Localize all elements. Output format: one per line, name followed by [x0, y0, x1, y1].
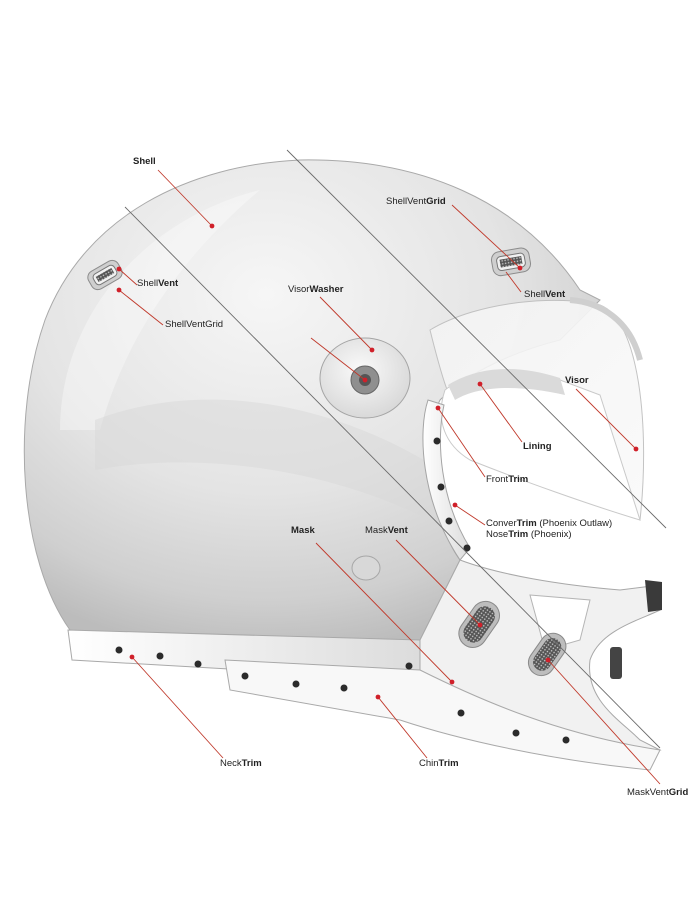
label-nose-trim-suffix: (Phoenix): [528, 528, 572, 540]
label-shell-bold: Shell: [133, 156, 156, 167]
label-lining-bold: Lining: [523, 441, 552, 452]
label-nose-trim-bold: Trim: [508, 528, 529, 540]
label-mask-vent: MaskVent: [365, 525, 408, 537]
label-shell-vent-left-plain: Shell: [137, 278, 159, 289]
shell-shade: [95, 399, 440, 520]
shell-vent-left: [87, 259, 123, 291]
label-mask-vent-grid-bold: Grid: [668, 787, 689, 798]
label-visor-washer-bold: Washer: [309, 284, 344, 295]
section-lines: [124, 149, 667, 749]
label-lining: Lining: [523, 441, 552, 453]
label-shell: Shell: [133, 156, 156, 168]
label-nose-trim-plain: Nose: [486, 528, 509, 540]
label-shell-vent-right-bold: Vent: [545, 289, 566, 300]
mask-strap: [610, 647, 622, 679]
label-mask-vent-bold: Vent: [387, 525, 408, 536]
label-visor-bold: Visor: [565, 375, 589, 386]
label-mask: Mask: [291, 525, 315, 537]
label-shell-vent-grid-left-plain: ShellVentGrid: [165, 319, 224, 330]
label-neck-trim: NeckTrim: [220, 758, 262, 770]
label-mask-vent-grid-plain: MaskVent: [627, 787, 669, 798]
label-chin-trim-plain: Chin: [419, 758, 439, 769]
label-conver-trim-plain: Conver: [486, 518, 517, 529]
shell-highlight: [60, 190, 260, 430]
label-conver-trim: ConverTrim (Phoenix Outlaw): [486, 518, 613, 530]
rivets: [115, 437, 570, 744]
label-conver-trim-suffix: (Phoenix Outlaw): [536, 518, 613, 529]
label-mask-vent-plain: Mask: [365, 525, 388, 536]
label-shell-vent-left: ShellVent: [137, 278, 179, 290]
mask-rear-strip: [645, 580, 662, 612]
label-visor-washer-plain: Visor: [288, 284, 310, 295]
label-front-trim: FrontTrim: [486, 474, 529, 486]
label-chin-trim-bold: Trim: [438, 758, 459, 769]
label-shell-vent-grid-left: ShellVentGrid: [165, 319, 224, 331]
label-visor: Visor: [565, 375, 589, 387]
label-conver-nose-trim: ConverTrim (Phoenix Outlaw) NoseTrim (Ph…: [486, 518, 613, 541]
label-shell-vent-grid-top-bold: Grid: [426, 196, 446, 207]
label-shell-vent-right: ShellVent: [524, 289, 566, 301]
label-front-trim-plain: Front: [486, 474, 509, 485]
label-shell-vent-right-plain: Shell: [524, 289, 546, 300]
label-neck-trim-bold: Trim: [241, 758, 262, 769]
label-shell-vent-grid-top: ShellVentGrid: [386, 196, 446, 208]
label-mask-vent-grid: MaskVentGrid: [627, 787, 689, 799]
label-front-trim-bold: Trim: [508, 474, 529, 485]
label-shell-vent-left-bold: Vent: [158, 278, 179, 289]
callout-dots: [116, 223, 639, 700]
label-visor-washer: VisorWasher: [288, 284, 344, 296]
label-chin-trim: ChinTrim: [419, 758, 459, 770]
leader-lines: [118, 169, 661, 785]
label-nose-trim: NoseTrim (Phoenix): [486, 528, 612, 541]
label-shell-vent-grid-top-plain: ShellVent: [386, 196, 427, 207]
visor-edge: [569, 297, 643, 361]
lining-shape: [448, 368, 565, 400]
mask-bump: [351, 555, 381, 581]
label-neck-trim-plain: Neck: [220, 758, 242, 769]
chin-trim-band: [224, 659, 661, 771]
label-conver-trim-bold: Trim: [516, 518, 537, 529]
label-mask-bold: Mask: [291, 525, 315, 536]
